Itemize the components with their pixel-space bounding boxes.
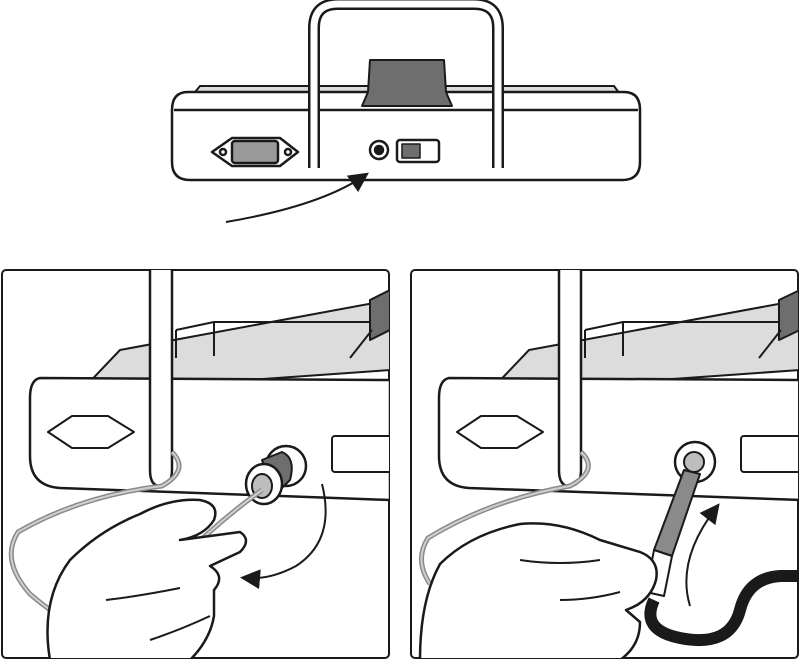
power-switch-closeup (332, 436, 402, 472)
panel-right (411, 270, 800, 660)
power-inlet (212, 138, 298, 166)
device-center-tab (362, 60, 452, 106)
panel-left (2, 270, 402, 660)
audio-jack (370, 141, 388, 159)
power-switch (397, 140, 439, 162)
pointer-arrow (226, 176, 364, 222)
carry-handle-closeup (150, 270, 172, 486)
device-rear-view (172, 4, 640, 222)
